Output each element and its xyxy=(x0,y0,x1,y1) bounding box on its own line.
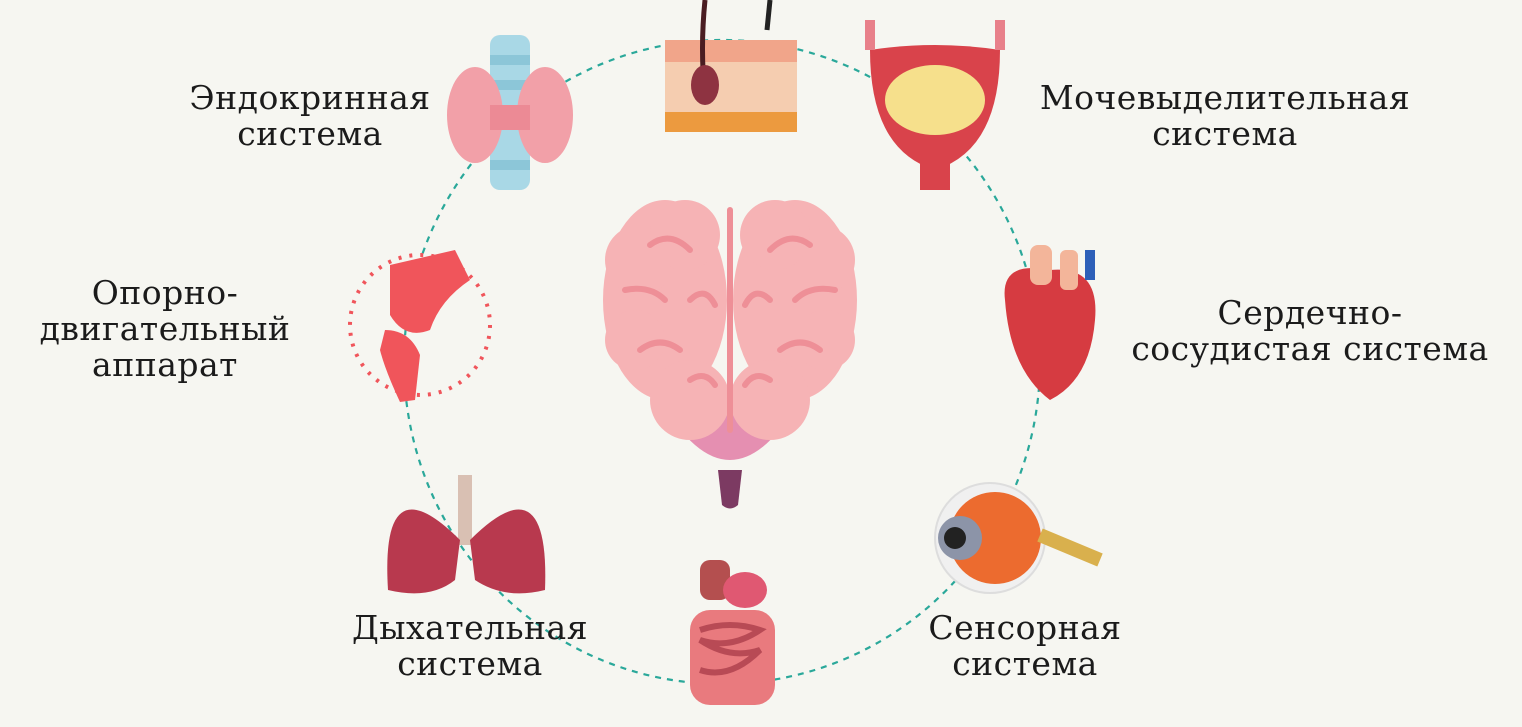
musculoskeletal-label-line-3: аппарат xyxy=(92,345,238,384)
cardiovascular-label-line-2: сосудистая система xyxy=(1131,329,1489,368)
lungs-icon xyxy=(387,475,546,594)
musculoskeletal-label-line-2: двигательный xyxy=(39,309,291,348)
heart-icon xyxy=(1004,245,1096,400)
intestines-icon xyxy=(690,560,775,705)
joint-bone-icon xyxy=(348,250,492,402)
brain-icon xyxy=(603,200,857,509)
sensory-system-label: Сенсорная система xyxy=(900,610,1150,682)
respiratory-label-line-1: Дыхательная xyxy=(351,608,589,647)
thyroid-icon xyxy=(447,35,573,190)
cardiovascular-label-line-1: Сердечно- xyxy=(1217,293,1403,332)
skin-icon xyxy=(665,0,797,132)
cardiovascular-system-label: Сердечно- сосудистая система xyxy=(1110,295,1510,367)
musculoskeletal-system-label: Опорно- двигательный аппарат xyxy=(10,275,320,383)
eye-icon xyxy=(934,482,1103,594)
musculoskeletal-label-line-1: Опорно- xyxy=(91,273,239,312)
urinary-label-line-1: Мочевыделительная xyxy=(1039,78,1411,117)
urinary-system-label: Мочевыделительная система xyxy=(1010,80,1440,152)
bladder-icon xyxy=(865,20,1005,190)
respiratory-label-line-2: система xyxy=(397,644,543,683)
endocrine-label-line-1: Эндокринная xyxy=(189,78,431,117)
sensory-label-line-1: Сенсорная xyxy=(928,608,1122,647)
endocrine-label-line-2: система xyxy=(237,114,383,153)
urinary-label-line-2: система xyxy=(1152,114,1298,153)
sensory-label-line-2: система xyxy=(952,644,1098,683)
endocrine-system-label: Эндокринная система xyxy=(170,80,450,152)
respiratory-system-label: Дыхательная система xyxy=(320,610,620,682)
